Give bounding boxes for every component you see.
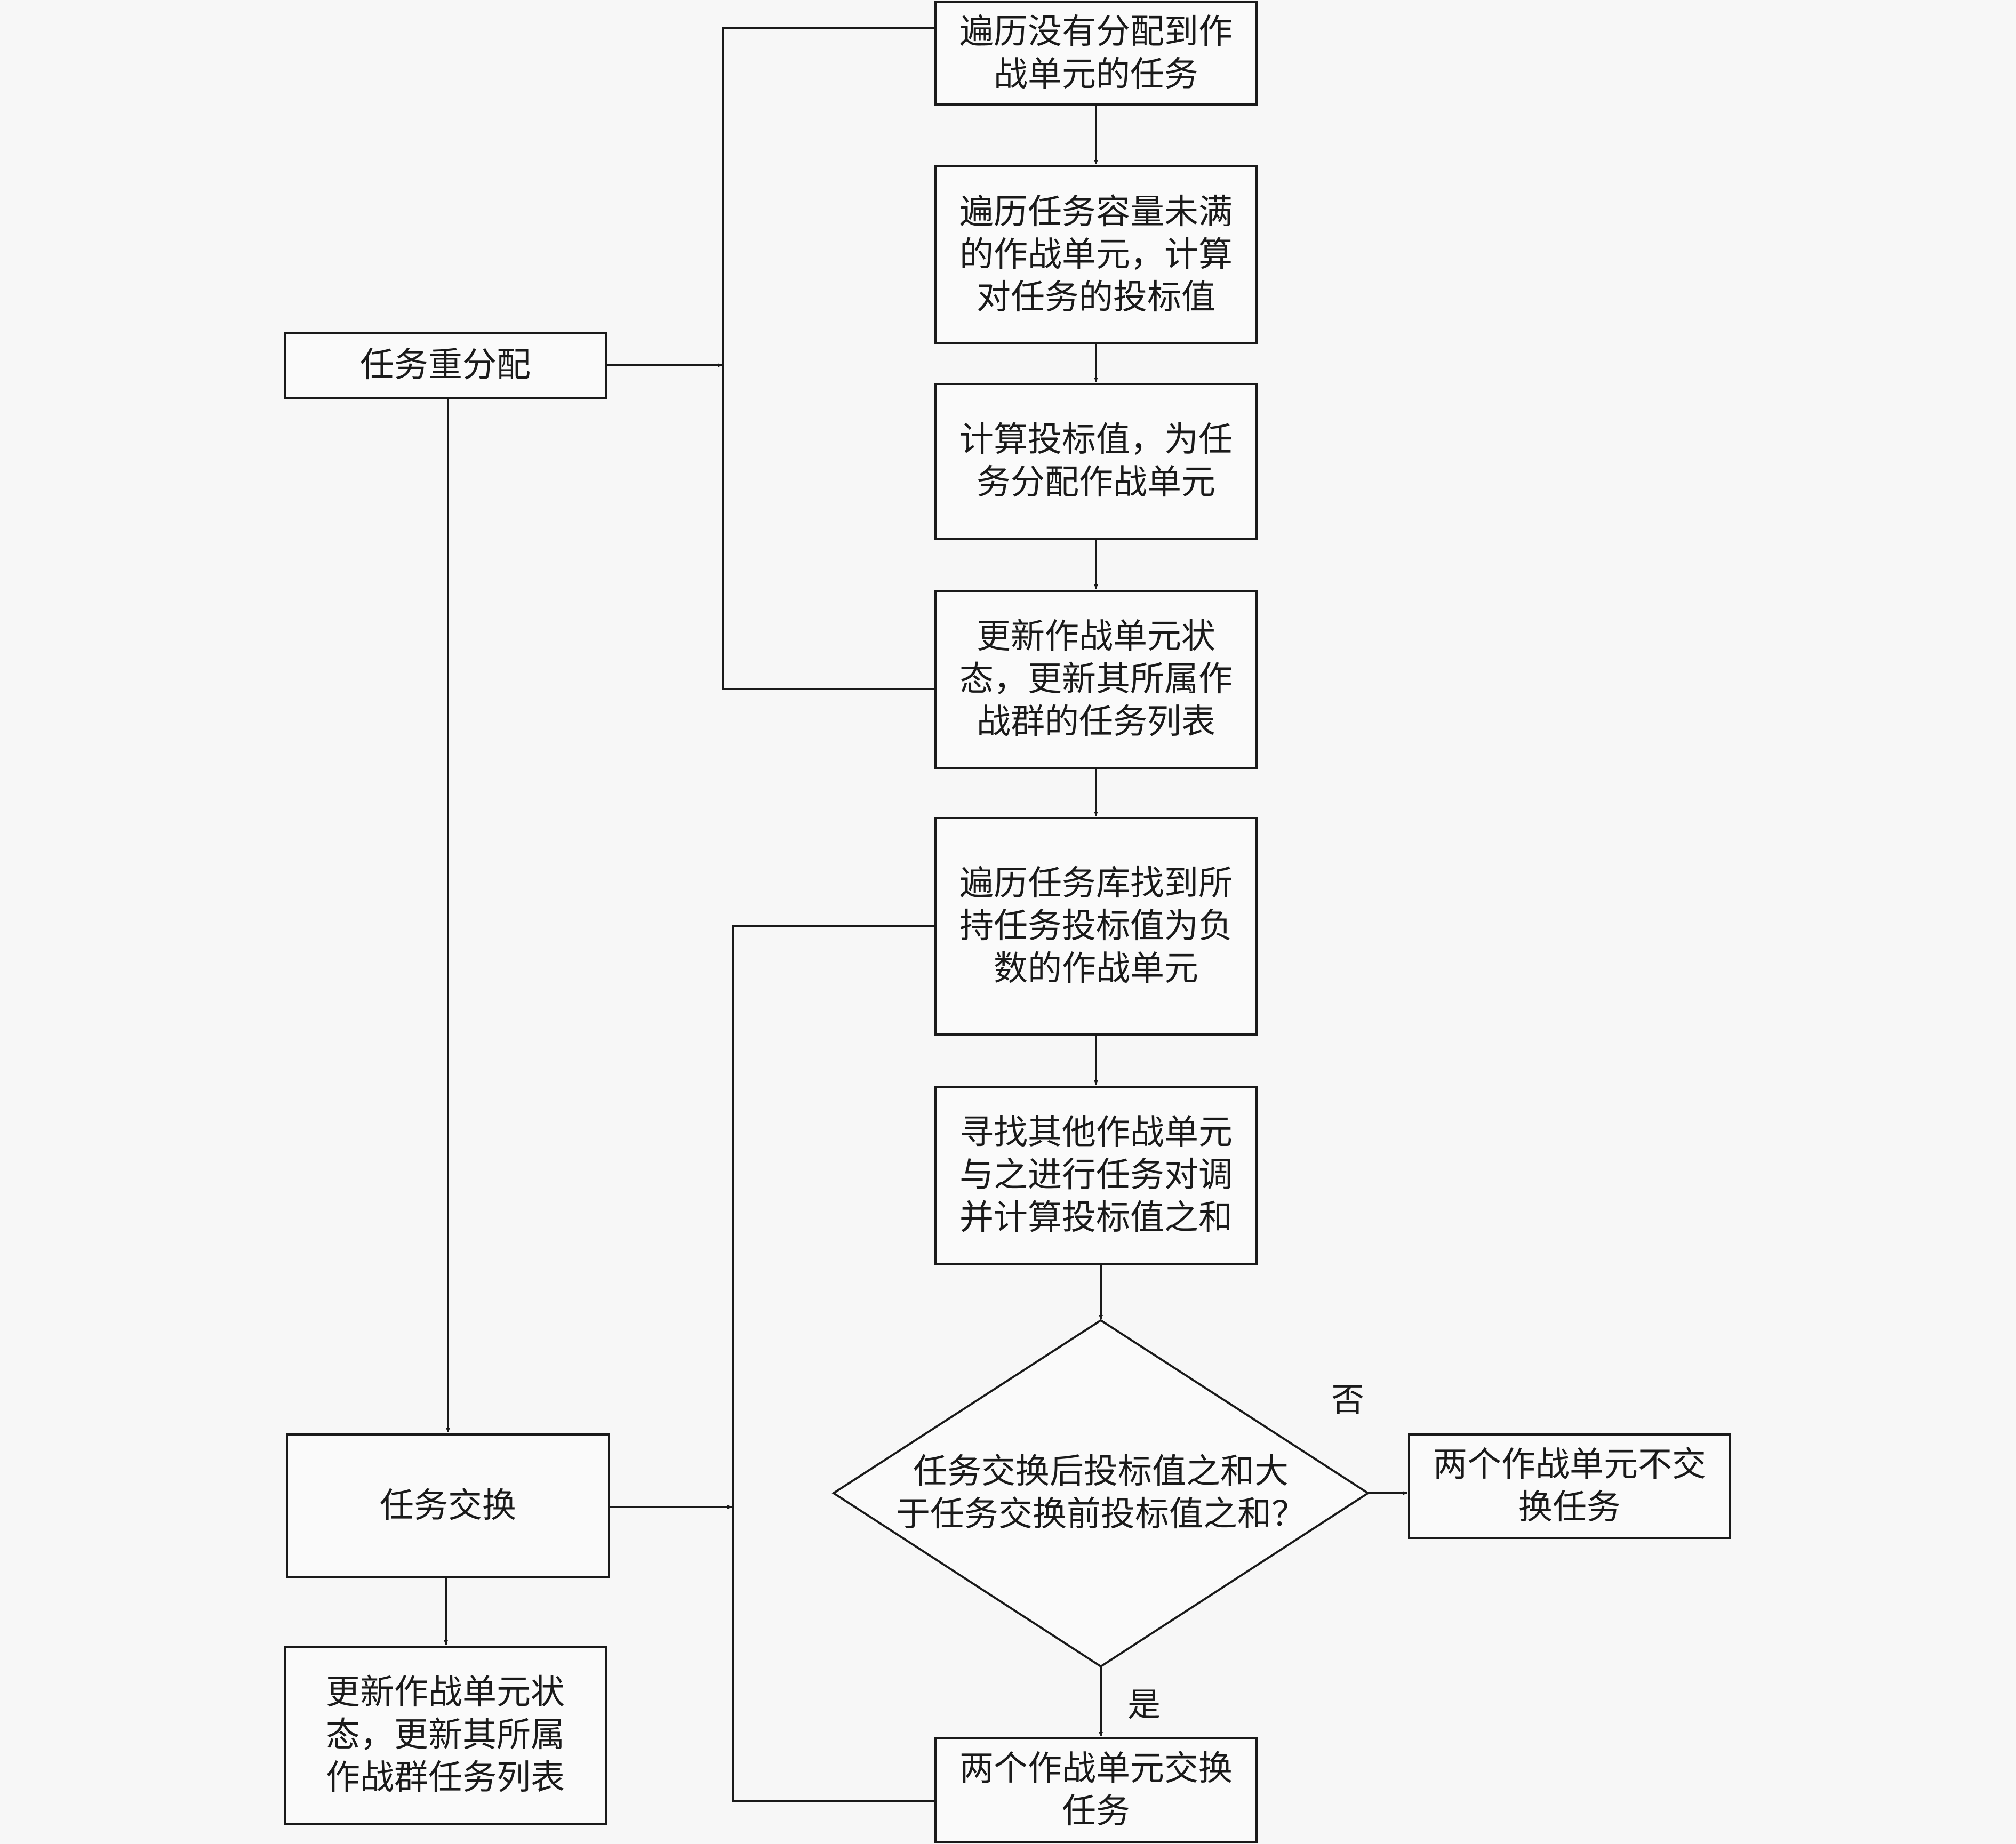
lower-loop-bracket bbox=[732, 925, 934, 1802]
task-exchange-box: 任务交换 bbox=[286, 1433, 610, 1578]
task-reassign-box: 任务重分配 bbox=[284, 332, 607, 399]
swap-tasks-box: 两个作战单元交换 任务 bbox=[934, 1737, 1258, 1843]
decision-diamond bbox=[831, 1319, 1370, 1668]
find-negative-bid-box: 遍历任务库找到所 持任务投标值为负 数的作战单元 bbox=[934, 817, 1258, 1036]
no-swap-box: 两个作战单元不交 换任务 bbox=[1408, 1433, 1731, 1539]
decision-text: 任务交换后投标值之和大 于任务交换前投标值之和？ bbox=[896, 1452, 1306, 1534]
iterate-unassigned-tasks-box: 遍历没有分配到作 战单元的任务 bbox=[934, 1, 1258, 106]
update-unit-state-box-2: 更新作战单元状 态，更新其所属 作战群任务列表 bbox=[284, 1646, 607, 1825]
find-swap-partner-box: 寻找其他作战单元 与之进行任务对调 并计算投标值之和 bbox=[934, 1086, 1258, 1265]
yes-branch-label: 是 bbox=[1127, 1685, 1161, 1724]
iterate-units-bid-box: 遍历任务容量未满 的作战单元，计算 对任务的投标值 bbox=[934, 165, 1258, 344]
update-unit-state-box: 更新作战单元状 态，更新其所属作 战群的任务列表 bbox=[934, 590, 1258, 769]
no-branch-label: 否 bbox=[1331, 1380, 1365, 1419]
calc-bid-assign-box: 计算投标值，为任 务分配作战单元 bbox=[934, 383, 1258, 540]
upper-loop-bracket bbox=[722, 27, 934, 690]
